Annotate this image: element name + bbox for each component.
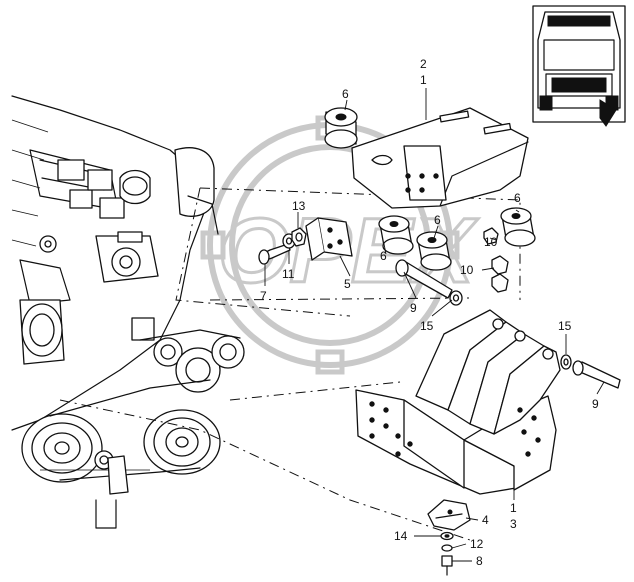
callout-11: 11 (282, 267, 295, 281)
callout-labels: 2 1 6 13 11 7 5 6 6 6 10 10 9 15 15 9 1 … (260, 57, 599, 568)
washer-14 (440, 531, 454, 541)
leader-lines (264, 88, 605, 562)
washer-15-upper (449, 290, 463, 306)
callout-9-right: 9 (592, 397, 599, 411)
mount-6-left (378, 215, 414, 255)
callout-15-upper: 15 (420, 319, 434, 333)
callout-6-top: 6 (342, 87, 349, 101)
callout-7: 7 (260, 289, 267, 303)
mount-6-right (500, 207, 536, 247)
callout-4: 4 (482, 513, 489, 527)
callout-10-upper: 10 (484, 235, 498, 249)
callout-14: 14 (394, 529, 408, 543)
bolt-7 (258, 243, 291, 265)
callout-10-lower: 10 (460, 263, 474, 277)
bolt-9-right (572, 360, 621, 389)
reference-lines (59, 187, 521, 541)
washer-12 (441, 544, 453, 552)
bolt-9-upper (395, 259, 453, 299)
callout-2: 2 (420, 57, 427, 71)
truck-thumbnail (532, 5, 626, 127)
bracket-4 (427, 499, 471, 531)
callout-6-right: 6 (514, 191, 521, 205)
small-bracket-5 (305, 217, 353, 261)
mount-6-middle (416, 231, 452, 271)
callout-6-left: 6 (380, 249, 387, 263)
callout-1-top: 1 (420, 73, 427, 87)
main-bracket (355, 309, 561, 495)
callout-15-right: 15 (558, 319, 572, 333)
callout-9-upper: 9 (410, 301, 417, 315)
callout-12: 12 (470, 537, 484, 551)
belt-drive (21, 379, 221, 529)
washer-15-right (560, 354, 572, 370)
callout-3: 3 (510, 517, 517, 531)
nut-13 (291, 227, 307, 247)
nuts-10 (483, 227, 509, 293)
callout-5: 5 (344, 277, 351, 291)
mount-6-top (324, 107, 358, 149)
callout-8: 8 (476, 554, 483, 568)
bolt-8 (441, 555, 453, 576)
upper-bracket (351, 107, 529, 209)
callout-6-middle: 6 (434, 213, 441, 227)
callout-1-bottom: 1 (510, 501, 517, 515)
callout-13: 13 (292, 199, 306, 213)
engine-block (11, 95, 245, 431)
